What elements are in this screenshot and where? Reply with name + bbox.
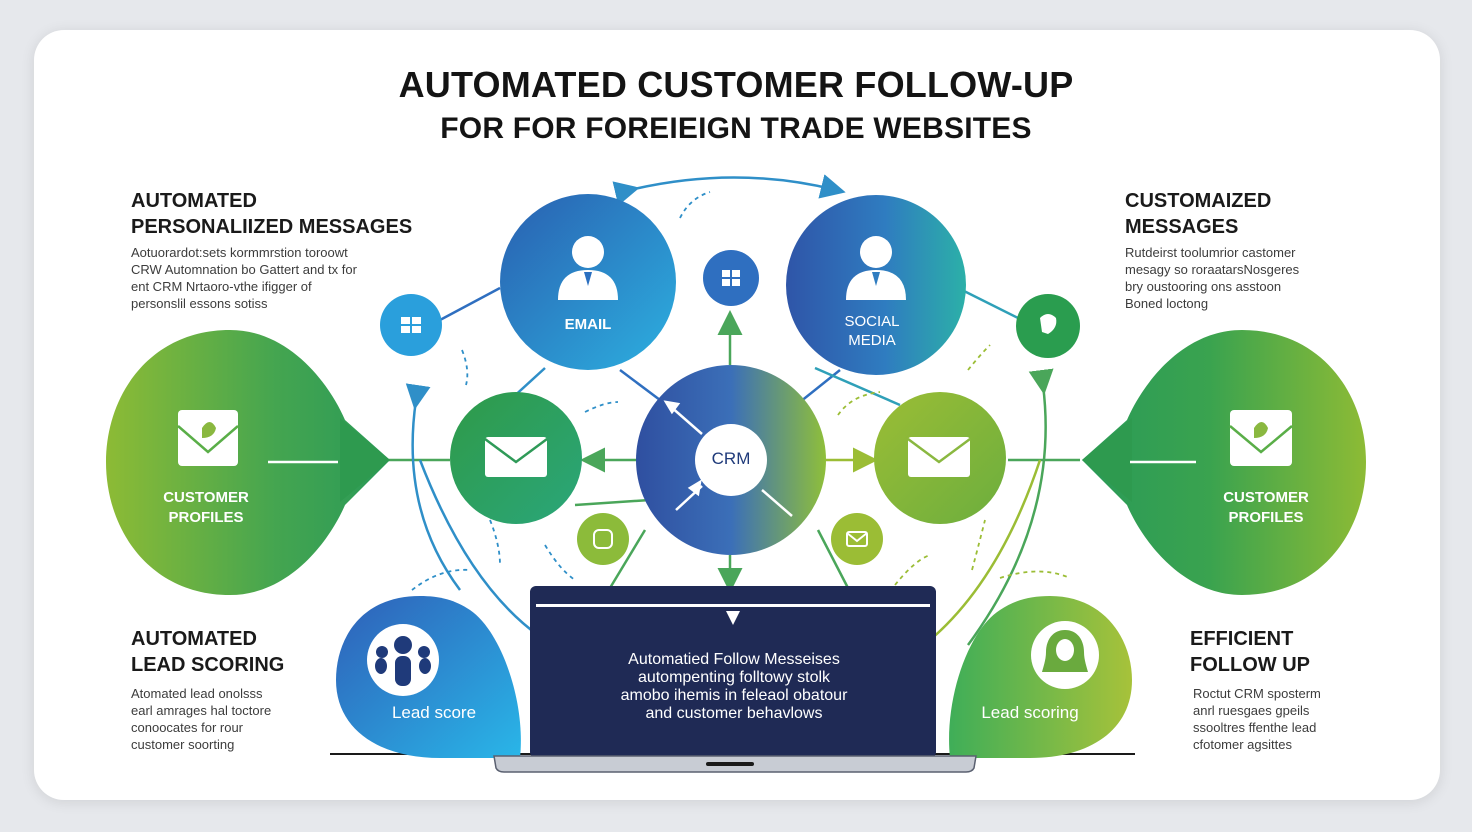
social-media-node[interactable]: [786, 195, 966, 375]
lead-score-node[interactable]: [336, 596, 521, 758]
female-avatar-icon: [1031, 621, 1099, 689]
laptop: [493, 586, 977, 773]
envelope-heart-icon: [1229, 410, 1293, 466]
left-top-body: Aotuorardot:sets kormmrstion toroowt CRW…: [131, 245, 357, 311]
left-bottom-heading: AUTOMATED LEAD SCORING: [131, 628, 285, 676]
windows-icon-top[interactable]: [703, 250, 759, 306]
email-node[interactable]: [500, 194, 676, 370]
person-icon: [558, 236, 618, 300]
social-media-label: SOCIAL MEDIA: [844, 313, 900, 349]
laptop-screen-text: Automatied Follow Messeises autompenting…: [620, 651, 848, 722]
envelope-icon: [907, 437, 971, 477]
customer-profiles-left-node[interactable]: [106, 330, 390, 595]
dashed-arrows: [411, 191, 1071, 591]
envelope-right-node[interactable]: [874, 392, 1006, 524]
chat-bubble-icon[interactable]: [1016, 294, 1080, 358]
team-icon: [367, 624, 439, 696]
windows-icon-left[interactable]: [380, 294, 442, 356]
customer-profiles-right-label: CUSTOMER PROFILES: [1223, 489, 1309, 526]
right-top-body: Rutdeirst toolumrior castomer mesagy so …: [1125, 245, 1300, 311]
lead-scoring-label: Lead scoring: [981, 703, 1079, 722]
lead-scoring-node[interactable]: [949, 596, 1132, 758]
right-top-heading: CUSTOMAIZED MESSAGES: [1125, 190, 1272, 238]
right-bottom-body: Roctut CRM sposterm anrl ruesgaes gpeils…: [1193, 686, 1321, 752]
envelope-heart-icon: [177, 410, 239, 466]
email-label: EMAIL: [564, 316, 612, 333]
crm-label: CRM: [711, 449, 751, 468]
crm-hub[interactable]: [636, 365, 826, 555]
envelope-icon: [484, 437, 548, 477]
person-icon: [846, 236, 906, 300]
customer-profiles-left-label: CUSTOMER PROFILES: [163, 489, 249, 526]
lead-score-label: Lead score: [391, 703, 477, 722]
main-subtitle: FOR FOR FOREIEIGN TRADE WEBSITES: [440, 112, 1032, 145]
mail-icon[interactable]: [831, 513, 883, 565]
envelope-left-node[interactable]: [450, 392, 582, 524]
main-title: AUTOMATED CUSTOMER FOLLOW-UP: [398, 64, 1074, 105]
right-bottom-heading: EFFICIENT FOLLOW UP: [1190, 628, 1310, 676]
customer-profiles-right-node[interactable]: [1082, 330, 1366, 595]
left-bottom-body: Atomated lead onolsss earl amrages hal t…: [131, 686, 272, 752]
left-top-heading: AUTOMATED PERSONALIIZED MESSAGES: [131, 190, 413, 238]
badge-icon[interactable]: [577, 513, 629, 565]
